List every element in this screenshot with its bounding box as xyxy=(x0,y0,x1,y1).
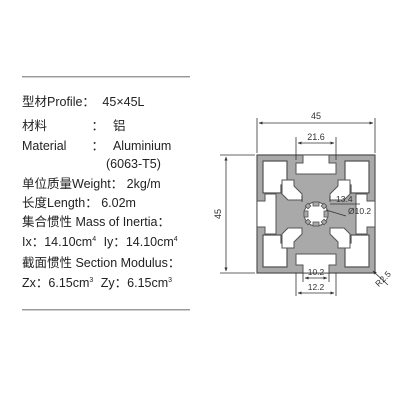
zx-label: Zx： xyxy=(22,276,49,290)
material-label: Material xyxy=(22,139,67,153)
dim-slot-inner-label: 12.2 xyxy=(308,282,325,292)
profile-section xyxy=(256,154,376,274)
dim-slot-label: 21.6 xyxy=(307,132,325,142)
dim-bore-label: Ø10.2 xyxy=(348,206,371,216)
slot-right xyxy=(355,193,376,235)
inertia-label: 集合惯性 Mass of Inertia： xyxy=(22,215,170,229)
spec-material-grade: (6063-T5) xyxy=(106,157,161,171)
bore-splines xyxy=(303,201,329,227)
zy-label: Zy： xyxy=(100,276,128,290)
spec-material-cn: 材料 ： 铝 xyxy=(22,119,125,133)
profile-value: 45×45L xyxy=(102,95,145,109)
zx-exponent: 3 xyxy=(89,277,94,284)
modulus-label: 截面惯性 Section Modulus： xyxy=(22,256,181,270)
spec-modulus-heading: 截面惯性 Section Modulus： xyxy=(22,256,180,270)
ix-exponent: 4 xyxy=(92,236,97,243)
material-grade-value: (6063-T5) xyxy=(106,157,161,171)
iy-label: Iy： xyxy=(103,235,126,249)
dim-slot-opening-label: 10.2 xyxy=(308,267,325,277)
spec-modulus-values: Zx：6.15cm3 Zy：6.15cm3 xyxy=(22,276,172,290)
spec-weight: 单位质量Weight： 2kg/m xyxy=(22,177,161,191)
ix-value: 14.10cm xyxy=(44,235,93,249)
zx-value: 6.15cm xyxy=(48,276,90,290)
iy-exponent: 4 xyxy=(173,236,178,243)
slot-top xyxy=(295,154,337,175)
cavity-bottom-right xyxy=(329,227,351,249)
profile-label: 型材Profile： xyxy=(22,95,95,109)
top-divider xyxy=(22,76,190,78)
dim-height-label: 45 xyxy=(213,209,223,219)
material-value: Aluminium xyxy=(112,139,172,153)
spec-profile: 型材Profile： 45×45L xyxy=(22,95,144,109)
weight-value: 2kg/m xyxy=(126,177,161,191)
weight-label: 单位质量Weight： xyxy=(22,177,124,191)
material-cn-value: 铝 xyxy=(112,119,126,133)
iy-value: 14.10cm xyxy=(125,235,174,249)
material-cn-colon: ： xyxy=(91,119,104,133)
zy-value: 6.15cm xyxy=(127,276,169,290)
dim-radius-label: R2.5 xyxy=(373,269,393,289)
slot-bottom xyxy=(295,253,337,274)
dimensions xyxy=(220,118,389,296)
dim-width-label: 45 xyxy=(311,111,321,121)
slot-left xyxy=(256,193,277,235)
spec-material: Material ： Aluminium xyxy=(22,139,171,153)
material-colon: ： xyxy=(91,139,104,153)
length-value: 6.02m xyxy=(101,196,136,210)
dim-core-label: 13.4 xyxy=(336,194,353,204)
bottom-divider xyxy=(22,309,190,311)
spec-length: 长度Length： 6.02m xyxy=(22,196,136,210)
spec-inertia-values: Ix：14.10cm4 Iy：14.10cm4 xyxy=(22,235,178,249)
ix-label: Ix： xyxy=(22,235,45,249)
spec-inertia-heading: 集合惯性 Mass of Inertia： xyxy=(22,215,170,229)
zy-exponent: 3 xyxy=(168,277,173,284)
length-label: 长度Length： xyxy=(22,196,98,210)
cavity-bottom-left xyxy=(281,227,303,249)
material-cn-label: 材料 xyxy=(22,119,48,133)
